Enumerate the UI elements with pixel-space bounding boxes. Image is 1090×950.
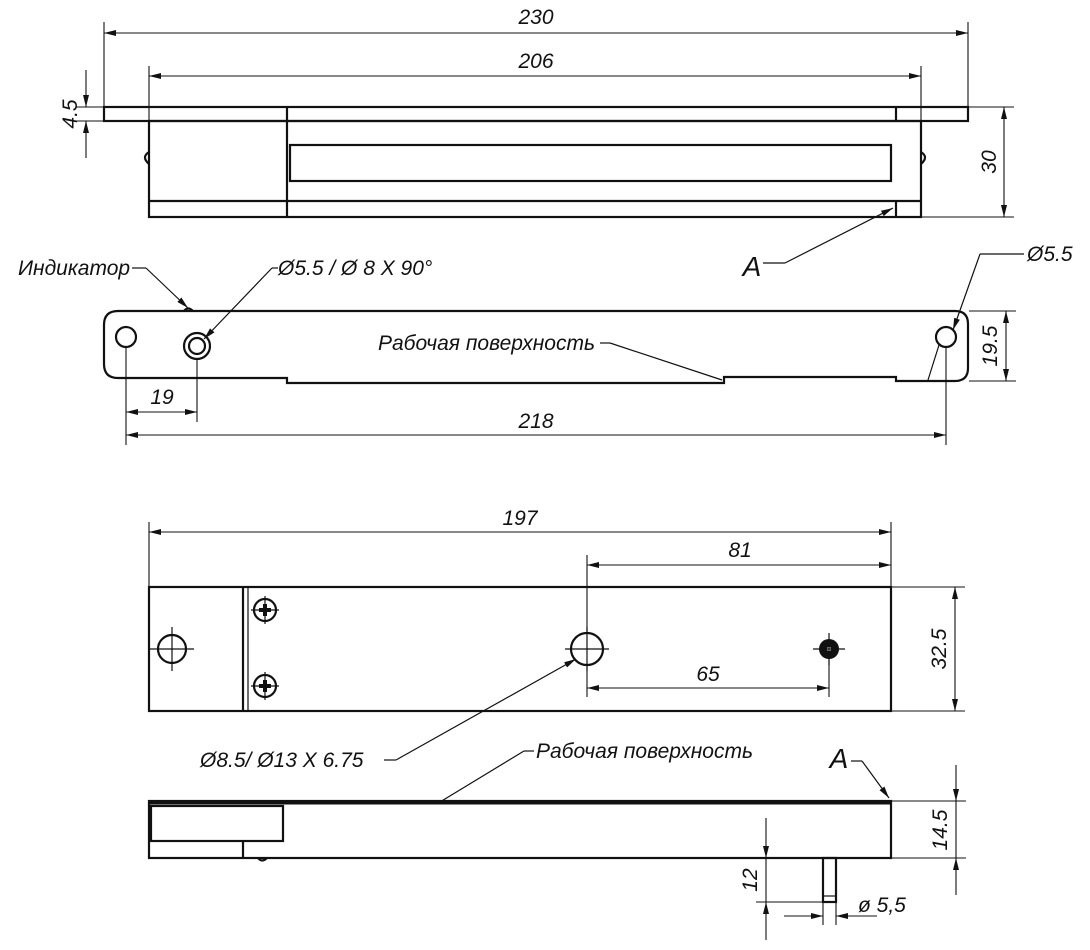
dimension-pin-diameter: ø 5,5 xyxy=(784,894,906,925)
dimension-19: 19 xyxy=(125,348,198,445)
working-surface-label-2: Рабочая поверхность xyxy=(536,740,753,763)
dim-30-label: 30 xyxy=(978,150,1001,174)
working-surface-callout-2: Рабочая поверхность xyxy=(439,740,753,803)
view-a-callout-2: A xyxy=(828,743,890,799)
dimension-30: 30 xyxy=(922,106,1014,218)
dimension-32-5: 32.5 xyxy=(892,586,965,712)
view-a-label-2: A xyxy=(828,743,849,774)
dim-12-label: 12 xyxy=(739,868,762,892)
dim-14-5-label: 14.5 xyxy=(929,809,952,850)
right-hole-label: Ø5.5 xyxy=(1026,243,1073,266)
dimension-206: 206 xyxy=(148,50,922,120)
counterbore-hole-callout: Ø8.5/ Ø13 X 6.75 xyxy=(199,658,577,772)
working-surface-callout-1: Рабочая поверхность xyxy=(378,332,723,381)
pin-diameter-label: ø 5,5 xyxy=(858,894,906,917)
dimension-197: 197 xyxy=(148,507,892,586)
indicator-callout: Индикатор xyxy=(18,257,189,309)
dim-19-5-label: 19.5 xyxy=(979,325,1002,366)
screw-icon xyxy=(251,672,279,700)
working-surface-label-1: Рабочая поверхность xyxy=(378,332,595,355)
indicator-label: Индикатор xyxy=(18,257,130,280)
countersink-hole-label: Ø5.5 / Ø 8 X 90° xyxy=(277,257,432,280)
dimension-81: 81 xyxy=(586,539,891,632)
view-front-body xyxy=(102,105,970,219)
dimension-14-5: 14.5 xyxy=(892,765,966,895)
dim-218-label: 218 xyxy=(517,410,553,433)
dimension-12: 12 xyxy=(739,818,822,940)
view-a-callout-1: A xyxy=(741,207,894,282)
screw-icon xyxy=(251,596,279,624)
dim-206-label: 206 xyxy=(517,50,553,73)
dim-81-label: 81 xyxy=(728,539,751,562)
dim-32-5-label: 32.5 xyxy=(928,628,951,669)
dim-197-label: 197 xyxy=(502,507,538,530)
dimension-230: 230 xyxy=(103,6,969,106)
counterbore-hole-label: Ø8.5/ Ø13 X 6.75 xyxy=(199,749,364,772)
right-hole-callout: Ø5.5 xyxy=(927,243,1073,381)
view-side-armature xyxy=(147,799,893,904)
dimension-218: 218 xyxy=(126,348,947,445)
dimension-19-5: 19.5 xyxy=(969,310,1016,382)
countersink-hole-callout: Ø5.5 / Ø 8 X 90° xyxy=(203,257,432,340)
dim-19-label: 19 xyxy=(150,386,174,409)
view-top-armature xyxy=(147,585,893,713)
dim-65-label: 65 xyxy=(696,663,720,686)
dim-230-label: 230 xyxy=(517,6,553,29)
dimension-65: 65 xyxy=(586,660,830,697)
dim-4-5-label: 4.5 xyxy=(59,99,82,129)
view-top-body xyxy=(102,307,970,385)
view-a-label-1: A xyxy=(741,251,762,282)
dimension-4-5: 4.5 xyxy=(59,70,103,158)
